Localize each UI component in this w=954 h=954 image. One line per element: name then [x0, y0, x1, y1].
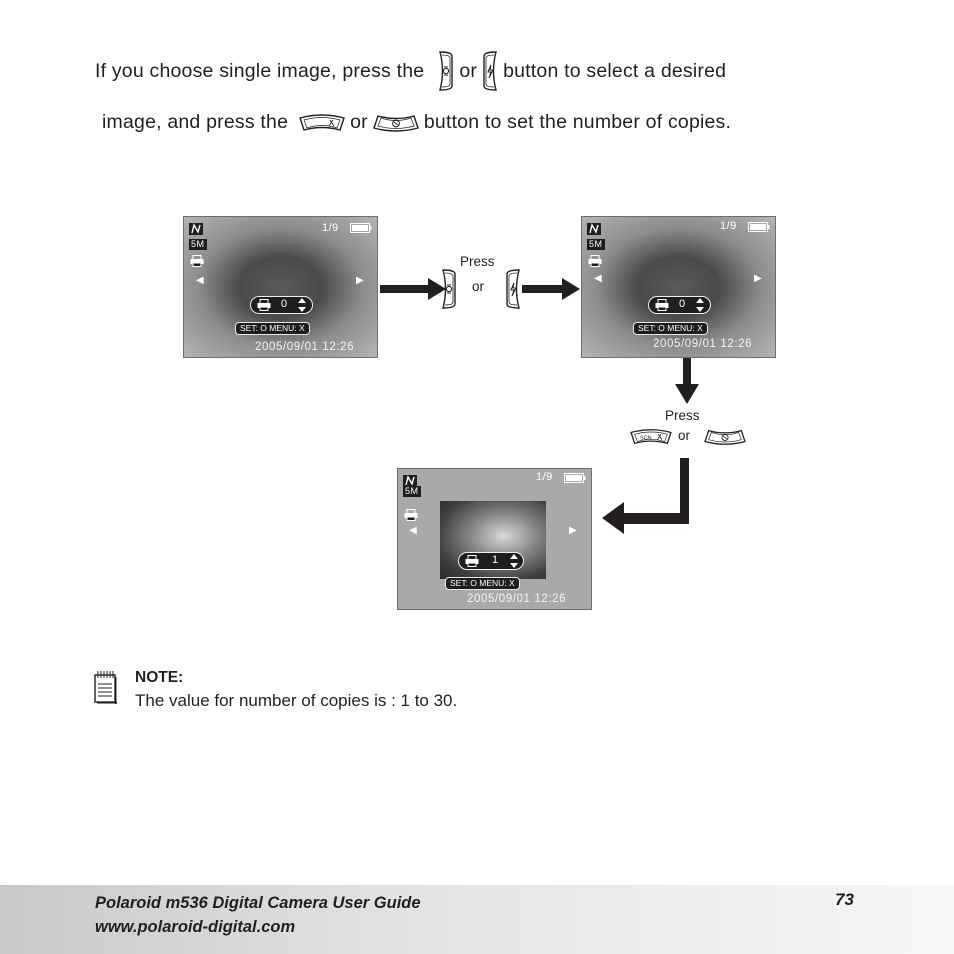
up-down-arrows-icon: [695, 297, 705, 313]
image-counter: 1/9: [536, 471, 553, 483]
instruction-text: button to set the number of copies.: [423, 111, 732, 133]
image-size-badge: 5M: [189, 239, 207, 250]
instruction-line-1: If you choose single image, press the or…: [95, 50, 726, 92]
instruction-text: button to select a desired: [503, 59, 727, 82]
previous-arrow-icon: ◀: [594, 273, 603, 284]
set-menu-bar: SET: O MENU: X: [633, 322, 708, 335]
notepad-icon: [94, 671, 117, 704]
note-body: The value for number of copies is : 1 to…: [135, 691, 458, 710]
or-label: or: [472, 279, 485, 294]
footer-url: www.polaroid-digital.com: [95, 918, 296, 936]
lcd-screen-first: 5M 1/9 ◀ ▶ 0 SET: O MENU: X 2005/09/01 1…: [183, 216, 378, 358]
up-down-arrows-icon: [297, 297, 307, 313]
scene-button-text: SCN: [640, 435, 652, 441]
up-arrow-button-icon: SCN: [630, 429, 672, 445]
date-time: 2005/09/01 12:26: [467, 593, 567, 605]
print-icon: [257, 299, 271, 311]
copies-selector: 0: [250, 296, 313, 314]
down-arrow-button-icon: [372, 112, 420, 134]
arrow-right-icon: [522, 278, 580, 300]
image-size-badge: 5M: [587, 239, 605, 250]
page-footer: Polaroid m536 Digital Camera User Guide …: [0, 885, 954, 954]
lcd-screen-second: 5M 1/9 ◀ ▶ 0 SET: O MENU: X 2005/09/01 1…: [581, 216, 776, 358]
date-time: 2005/09/01 12:26: [653, 338, 753, 350]
print-icon: [588, 255, 602, 267]
print-icon: [465, 555, 479, 567]
previous-arrow-icon: ◀: [196, 275, 205, 286]
copies-value: 0: [281, 298, 288, 310]
image-counter: 1/9: [322, 222, 339, 234]
press-label: Press: [665, 408, 700, 423]
right-arrow-button-icon: [480, 50, 500, 92]
playback-mode-icon: [587, 223, 601, 235]
next-arrow-icon: ▶: [356, 275, 365, 286]
print-icon: [655, 299, 669, 311]
note-title: NOTE:: [135, 669, 184, 686]
arrow-left-elbow-icon: [602, 458, 689, 534]
next-arrow-icon: ▶: [569, 525, 578, 536]
battery-icon: [748, 222, 770, 232]
print-icon: [404, 509, 418, 521]
copies-selector: 1: [458, 552, 524, 570]
left-arrow-button-icon: [439, 268, 459, 310]
set-menu-bar: SET: O MENU: X: [235, 322, 310, 335]
or-text: or: [459, 59, 478, 82]
down-arrow-button-icon: [702, 427, 748, 447]
arrow-right-icon: [380, 278, 446, 300]
image-counter: 1/9: [720, 220, 737, 232]
or-label: or: [678, 428, 691, 443]
print-icon: [190, 255, 204, 267]
next-arrow-icon: ▶: [754, 273, 763, 284]
left-arrow-button-icon: [436, 50, 456, 92]
instruction-text: image, and press the: [102, 111, 289, 133]
instruction-text: If you choose single image, press the: [95, 59, 425, 82]
date-time: 2005/09/01 12:26: [255, 341, 355, 353]
battery-icon: [564, 473, 586, 483]
arrow-down-icon: [675, 358, 699, 404]
lcd-screen-third: 5M 1/9 ◀ ▶ 1 SET: O MENU: X 2005/09/01 1…: [397, 468, 592, 610]
playback-mode-icon: [189, 223, 203, 235]
set-menu-bar: SET: O MENU: X: [445, 577, 520, 590]
copies-value: 1: [492, 554, 499, 566]
or-text: or: [350, 111, 368, 133]
right-arrow-button-icon: [503, 268, 523, 310]
copies-selector: 0: [648, 296, 711, 314]
footer-title: Polaroid m536 Digital Camera User Guide: [95, 894, 421, 912]
image-size-badge: 5M: [403, 486, 421, 497]
page-number: 73: [835, 890, 854, 909]
up-down-arrows-icon: [509, 553, 519, 569]
battery-icon: [350, 223, 372, 233]
up-arrow-button-icon: [298, 112, 346, 134]
copies-value: 0: [679, 298, 686, 310]
instruction-line-2: image, and press the or button to set th…: [102, 111, 731, 134]
press-label: Press: [460, 254, 495, 269]
previous-arrow-icon: ◀: [409, 525, 418, 536]
